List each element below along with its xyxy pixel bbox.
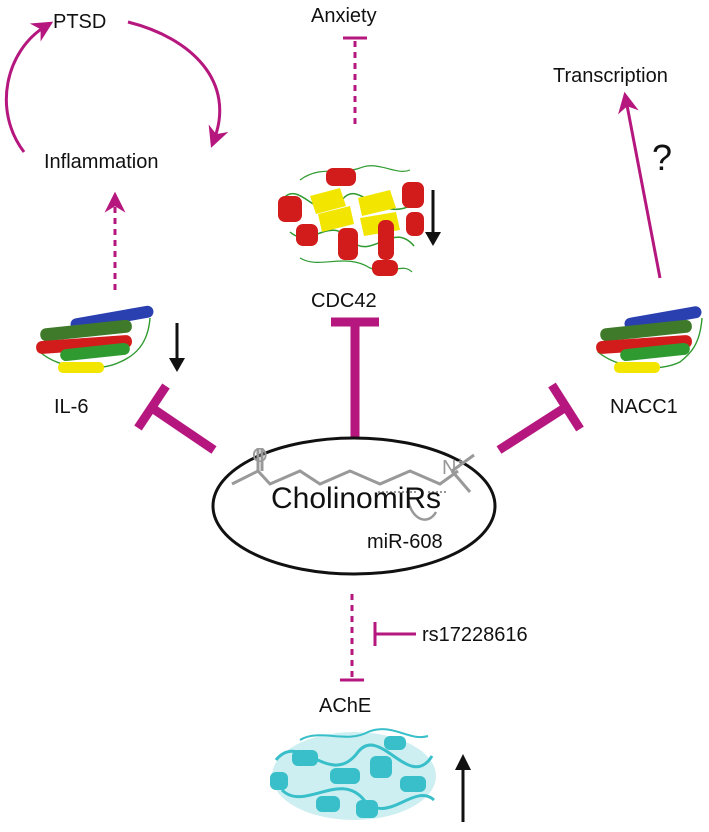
transcription-label: Transcription: [553, 65, 668, 87]
il6-down-arrowhead: [169, 358, 185, 372]
helix-bundle-protein-icon: [36, 305, 154, 373]
ptsd-to-inflammation-arrow: [127, 20, 229, 148]
cholinomirs-label: CholinomiRs: [271, 482, 441, 515]
il6-label: IL-6: [54, 396, 88, 418]
cholinomirs-ellipse: [211, 436, 497, 576]
alpha-beta-protein-icon: [278, 165, 424, 276]
nacc1-inhibition-bar: [548, 382, 584, 432]
rs17228616-label: rs17228616: [422, 624, 528, 646]
question-mark: ?: [652, 137, 672, 178]
il6-inhibition-bar: [134, 383, 170, 431]
inflammation-label: Inflammation: [44, 151, 159, 173]
inflammation-to-ptsd-arrow: [4, 21, 54, 153]
acetylcholine-skeleton-icon: [231, 448, 475, 521]
anxiety-label: Anxiety: [311, 5, 377, 27]
ache-label: AChE: [319, 695, 371, 717]
cholinomirs-to-nacc1-inhibition: [496, 403, 569, 454]
cyan-enzyme-protein-icon: [270, 728, 436, 820]
helix-bundle-protein-icon: [596, 306, 703, 373]
ptsd-label: PTSD: [53, 11, 106, 33]
ammonium-charge-label: +: [456, 453, 464, 469]
nacc1-label: NACC1: [610, 396, 678, 418]
cdc42-label: CDC42: [311, 290, 377, 312]
cdc42-down-arrowhead: [425, 232, 441, 246]
mir608-label: miR-608: [367, 531, 443, 553]
carbonyl-o-label: O: [252, 445, 268, 467]
nacc1-to-transcription-arrow: [618, 91, 662, 279]
cholinomirs-to-il6-inhibition: [149, 404, 217, 454]
ammonium-n-label: N: [442, 457, 456, 479]
ache-up-arrowhead: [455, 754, 471, 770]
